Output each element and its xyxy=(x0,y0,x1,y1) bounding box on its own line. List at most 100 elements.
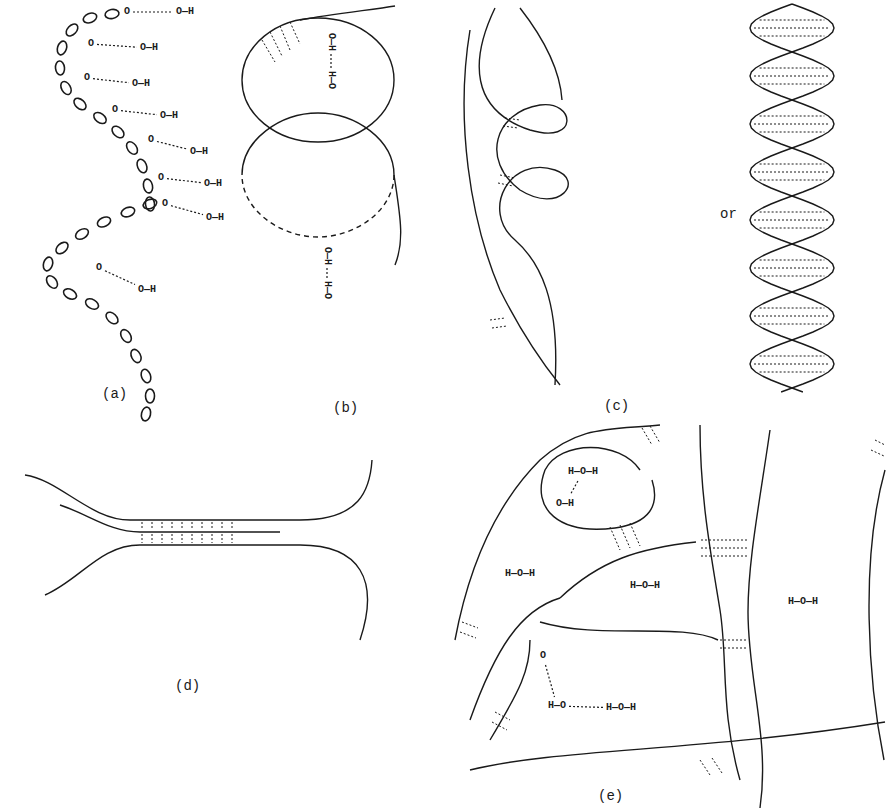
base-rung xyxy=(760,116,825,117)
bond-hatch xyxy=(202,534,203,543)
glucose-ring xyxy=(129,348,143,365)
bond-hatch xyxy=(700,760,710,775)
bond-hatch xyxy=(650,426,660,443)
base-rung xyxy=(760,260,825,261)
bond-hatch xyxy=(212,534,213,543)
atom-label: H—O—H xyxy=(568,466,598,478)
base-rung xyxy=(760,164,825,165)
glucose-ring xyxy=(55,61,65,76)
atom-label: O xyxy=(96,262,102,274)
glucose-ring xyxy=(110,124,126,140)
glucose-ring xyxy=(82,11,98,25)
bond-hatch xyxy=(192,522,193,530)
panel-label: (e) xyxy=(598,788,623,804)
atom-label: H—O xyxy=(325,71,337,89)
atom-label: O xyxy=(124,6,130,18)
hydrogen-bond xyxy=(171,206,203,215)
glucose-ring xyxy=(96,215,113,229)
glucose-ring xyxy=(44,274,60,291)
bond-hatch xyxy=(701,548,748,549)
atom-label: O xyxy=(112,104,118,116)
atom-label: O—H xyxy=(325,33,337,51)
bond-hatch xyxy=(642,428,652,445)
base-rung xyxy=(760,68,825,69)
atom-label: O—H xyxy=(556,498,574,510)
panel-label: or xyxy=(720,206,737,222)
glucose-ring xyxy=(139,368,152,384)
base-rung xyxy=(760,356,825,357)
glucose-ring xyxy=(135,158,149,174)
bond-hatch xyxy=(701,540,748,541)
base-rung xyxy=(760,324,825,325)
base-rung xyxy=(754,76,830,77)
atom-label: O—H xyxy=(206,212,224,224)
base-rung xyxy=(760,276,825,277)
hydrogen-bond xyxy=(105,271,135,285)
bond-hatch xyxy=(720,648,748,649)
glucose-ring xyxy=(142,197,158,210)
glucose-ring xyxy=(42,256,55,272)
bond-hatch xyxy=(152,534,153,543)
atom-label: H—O xyxy=(548,700,566,712)
glucose-ring xyxy=(146,389,155,403)
glucose-ring xyxy=(124,140,139,157)
bond-hatch xyxy=(222,522,223,530)
parallel-chains xyxy=(25,460,372,640)
base-rung xyxy=(754,220,830,221)
atom-label: O—H xyxy=(190,146,208,158)
bond-hatch xyxy=(875,440,885,445)
bond-hatch xyxy=(172,522,173,530)
bond-hatch xyxy=(620,525,630,548)
bond-hatch xyxy=(492,722,507,730)
base-rung xyxy=(760,228,825,229)
panel-label: (b) xyxy=(333,400,358,416)
base-rung xyxy=(754,316,830,317)
atom-label: O—H xyxy=(138,284,156,296)
glucose-ring xyxy=(56,40,69,56)
bond-hatch xyxy=(712,758,722,773)
glucose-ring xyxy=(54,240,70,256)
hydrogen-bond xyxy=(326,268,327,278)
glucose-ring xyxy=(118,328,133,345)
glucose-ring xyxy=(92,110,109,126)
atom-label: O—H xyxy=(204,178,222,190)
bond-hatch xyxy=(232,534,233,543)
atom-label: H—O—H xyxy=(505,568,535,580)
bond-hatch xyxy=(701,556,748,557)
hydrogen-bond xyxy=(93,79,129,83)
bond-hatch xyxy=(192,534,193,543)
base-rung xyxy=(754,124,830,125)
glucose-ring xyxy=(72,96,88,112)
atom-label: O xyxy=(540,650,546,662)
atom-label: H—O—H xyxy=(630,580,660,592)
bond-hatch xyxy=(172,534,173,543)
bond-hatch xyxy=(495,712,510,720)
glucose-ring xyxy=(104,8,119,19)
base-rung xyxy=(754,28,830,29)
atom-label: O xyxy=(84,72,90,84)
bond-hatch xyxy=(460,632,476,638)
hydrogen-bond xyxy=(570,481,578,495)
glucose-ring xyxy=(140,406,152,422)
bond-hatch xyxy=(202,522,203,530)
panel-label: (d) xyxy=(175,678,200,694)
base-rung xyxy=(760,372,825,373)
glucose-ring xyxy=(74,226,91,241)
helix-strands xyxy=(464,4,834,392)
glucose-ring xyxy=(84,297,101,312)
panel-label: (c) xyxy=(604,398,629,414)
atom-label: O—H xyxy=(132,78,150,90)
bond-hatch xyxy=(142,522,143,530)
bond-hatch xyxy=(162,534,163,543)
glucose-ring xyxy=(59,80,74,97)
bond-hatch xyxy=(871,450,884,456)
base-rung xyxy=(760,212,825,213)
bond-hatch xyxy=(232,522,233,530)
hydrogen-bond xyxy=(330,54,331,68)
base-rung xyxy=(760,308,825,309)
glucose-ring xyxy=(62,287,79,302)
helix-loop xyxy=(242,6,401,265)
base-rung xyxy=(754,364,830,365)
